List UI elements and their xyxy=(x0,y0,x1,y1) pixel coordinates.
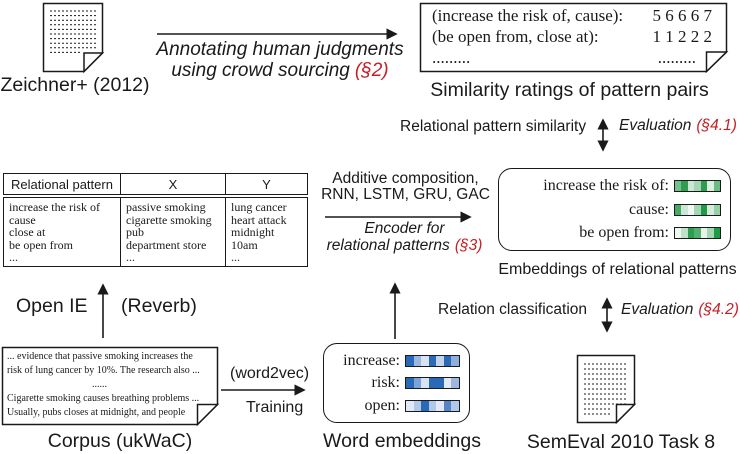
rating-scores: 5 6 6 6 7 xyxy=(652,6,713,25)
embedding-row: cause: xyxy=(508,201,721,219)
section-ref-4-2: (§4.2) xyxy=(698,301,739,318)
relational-pattern-similarity-label: Relational pattern similarity xyxy=(400,118,587,135)
pattern-embeddings-caption: Embeddings of relational patterns xyxy=(498,261,737,278)
embedding-vector-bar xyxy=(674,226,721,239)
similarity-ratings-caption: Similarity ratings of pattern pairs xyxy=(430,79,709,101)
word-label: open: xyxy=(364,396,400,414)
relation-classification-label: Relation classification xyxy=(438,301,588,318)
rating-scores: 1 1 2 2 2 xyxy=(652,27,713,46)
pattern-pair: (be open from, close at): xyxy=(432,27,599,46)
rating-scores: ......... xyxy=(657,48,696,67)
pattern-table-header: Relational pattern X Y xyxy=(3,173,308,195)
embedding-row: be open from: xyxy=(508,224,721,242)
word2vec-label: (word2vec) xyxy=(230,365,310,382)
pattern-pair: (increase the risk of, cause): xyxy=(432,6,624,25)
col-header-x: X xyxy=(121,174,226,194)
encoder-methods-label: Additive composition, RNN, LSTM, GRU, GA… xyxy=(321,170,490,203)
embedding-label: be open from: xyxy=(579,223,669,241)
semeval-caption: SemEval 2010 Task 8 xyxy=(526,431,716,453)
word-vector-bar xyxy=(405,377,460,389)
embedding-label: cause: xyxy=(629,200,669,218)
corpus-caption: Corpus (ukWaC) xyxy=(47,430,193,452)
zeichner-label: Zeichner+ (2012) xyxy=(0,74,150,96)
embedding-label: increase the risk of: xyxy=(543,177,669,195)
col-header-y: Y xyxy=(262,177,271,192)
word-embedding-row: increase: xyxy=(333,352,460,370)
word-label: increase: xyxy=(343,351,400,369)
embedding-vector-bar xyxy=(674,180,721,193)
evaluation-4-2-label: Evaluation(§4.2) xyxy=(621,301,739,318)
annotating-line2: using crowd sourcing(§2) xyxy=(171,60,389,81)
similarity-ratings-box: (increase the risk of, cause): 5 6 6 6 7… xyxy=(424,5,724,71)
rating-row: (increase the risk of, cause): 5 6 6 6 7 xyxy=(424,5,724,26)
rating-row: ......... ......... xyxy=(424,47,724,68)
pattern-table-body: increase the risk of cause close at be o… xyxy=(3,197,308,267)
word-vector-bar xyxy=(405,399,460,412)
corpus-box: ... evidence that passive smoking increa… xyxy=(7,351,200,418)
annotating-line1: Annotating human judgments xyxy=(156,39,404,60)
semeval-doc-icon xyxy=(576,354,637,425)
embedding-row: increase the risk of: xyxy=(508,177,721,195)
reverb-label: (Reverb) xyxy=(121,295,197,317)
pattern-embeddings-box: increase the risk of: cause: be open fro… xyxy=(498,168,731,251)
column-relational-pattern: increase the risk of cause close at be o… xyxy=(4,198,121,266)
col-header-relational-pattern: Relational pattern xyxy=(4,174,121,194)
pattern-pair: ......... xyxy=(432,48,471,67)
evaluation-4-1-label: Evaluation(§4.1) xyxy=(619,117,737,134)
word-label: risk: xyxy=(371,374,400,391)
corpus-box-shape xyxy=(1,346,220,427)
word-embedding-row: risk: xyxy=(333,374,460,392)
word-embeddings-caption: Word embeddings xyxy=(323,430,481,452)
word-embedding-row: open: xyxy=(333,397,460,415)
word-vector-bar xyxy=(405,354,460,367)
column-y: lung cancer heart attack midnight 10am .… xyxy=(231,200,287,264)
training-label: Training xyxy=(246,399,304,416)
open-ie-label: Open IE xyxy=(16,295,88,317)
section-ref-2: (§2) xyxy=(354,60,389,81)
column-x: passive smoking cigarette smoking pub de… xyxy=(121,198,226,266)
rating-row: (be open from, close at): 1 1 2 2 2 xyxy=(424,26,724,47)
pattern-table: Relational pattern X Y increase the risk… xyxy=(3,173,308,267)
section-ref-4-1: (§4.1) xyxy=(696,117,737,134)
zeichner-doc-icon xyxy=(42,2,105,74)
section-ref-3: (§3) xyxy=(454,236,483,254)
encoder-caption: Encoder for relational patterns(§3) xyxy=(326,220,483,254)
word-embeddings-box: increase: risk: open: xyxy=(323,343,470,423)
embedding-vector-bar xyxy=(674,203,721,216)
annotating-caption: Annotating human judgments using crowd s… xyxy=(152,39,408,81)
similarity-ratings-box-shape xyxy=(419,2,729,74)
